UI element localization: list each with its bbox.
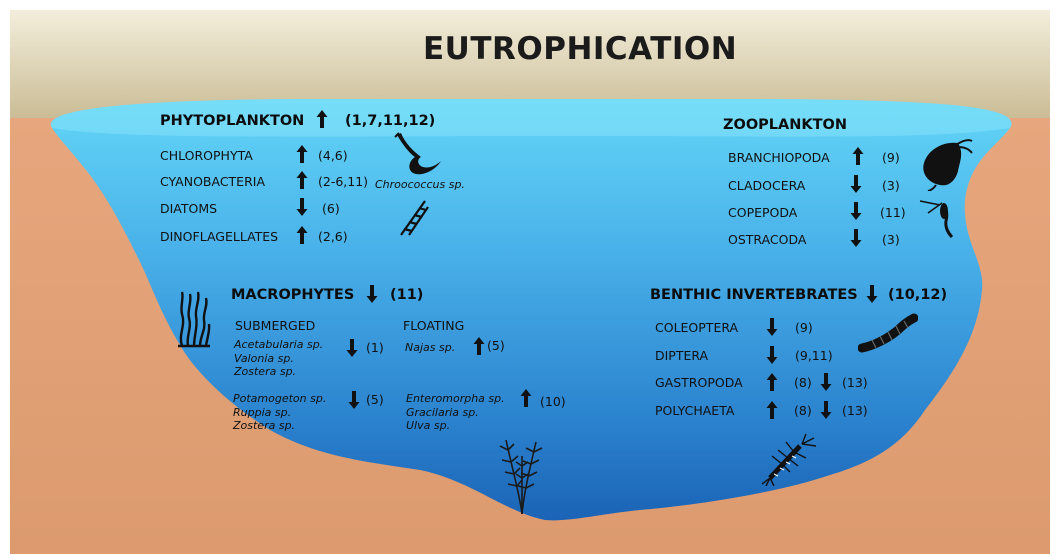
phyto-item-label: DINOFLAGELLATES [160, 231, 278, 244]
benthic-item-refs: (9) [795, 322, 813, 335]
arrow-down-icon [348, 391, 360, 409]
species-name: Zostera sp. [233, 419, 326, 433]
floating-refs: (5) [487, 340, 505, 353]
phyto-item-refs: (4,6) [318, 150, 348, 163]
phytoplankton-up-arrow-icon [316, 110, 328, 128]
species-name: Ruppia sp. [233, 406, 326, 420]
arrow-down-icon [850, 175, 862, 193]
submerged-species-group-2: Potamogeton sp. Ruppia sp. Zostera sp. [233, 392, 326, 433]
arrow-down-icon [850, 229, 862, 247]
benthic-item-label: DIPTERA [655, 350, 708, 363]
benthic-item-label: POLYCHAETA [655, 405, 734, 418]
zoo-item-label: OSTRACODA [728, 234, 806, 247]
macrophytes-down-arrow-icon [366, 285, 378, 303]
phyto-item-refs: (2,6) [318, 231, 348, 244]
daphnia-icon [914, 135, 974, 191]
floating-species-group-1: Najas sp. [405, 341, 455, 355]
arrow-up-icon [766, 373, 778, 391]
benthic-item-refs: (9,11) [795, 350, 833, 363]
phyto-item-label: CYANOBACTERIA [160, 176, 265, 189]
arrow-up-icon [520, 389, 532, 407]
species-name: Gracilaria sp. [406, 406, 505, 420]
zoo-item-refs: (11) [880, 207, 906, 220]
phyto-item-label: DIATOMS [160, 203, 217, 216]
benthic-item-refs: (13) [842, 377, 868, 390]
zoo-item-label: BRANCHIOPODA [728, 152, 830, 165]
submerged-species-group-1: Acetabularia sp. Valonia sp. Zostera sp. [234, 338, 323, 379]
benthic-item-refs: (13) [842, 405, 868, 418]
zoo-item-refs: (3) [882, 180, 900, 193]
benthic-header: BENTHIC INVERTEBRATES [650, 288, 858, 303]
floating-refs: (10) [540, 396, 566, 409]
phyto-item-label: CHLOROPHYTA [160, 150, 253, 163]
species-name: Najas sp. [405, 341, 455, 355]
algae-icon [393, 131, 445, 177]
species-name: Enteromorpha sp. [406, 392, 505, 406]
arrow-up-icon [296, 226, 308, 244]
benthic-item-refs: (8) [794, 377, 812, 390]
arrow-down-icon [820, 401, 832, 419]
arrow-up-icon [473, 337, 485, 355]
submerged-refs: (5) [366, 394, 384, 407]
species-name: Potamogeton sp. [233, 392, 326, 406]
arrow-up-icon [296, 145, 308, 163]
macrophytes-refs: (11) [390, 288, 423, 303]
benthic-item-label: GASTROPODA [655, 377, 743, 390]
arrow-up-icon [852, 147, 864, 165]
arrow-down-icon [296, 198, 308, 216]
chroococcus-label: Chroococcus sp. [375, 178, 465, 192]
page-title: EUTROPHICATION [423, 34, 737, 65]
benthic-item-refs: (8) [794, 405, 812, 418]
zoo-item-refs: (9) [882, 152, 900, 165]
arrow-down-icon [820, 373, 832, 391]
floating-label: FLOATING [403, 320, 464, 333]
phyto-item-refs: (6) [322, 203, 340, 216]
submerged-refs: (1) [366, 342, 384, 355]
pondweed-icon [492, 436, 556, 514]
zooplankton-header: ZOOPLANKTON [723, 118, 847, 133]
arrow-down-icon [766, 346, 778, 364]
arrow-up-icon [766, 401, 778, 419]
phytoplankton-header: PHYTOPLANKTON [160, 114, 304, 129]
species-name: Zostera sp. [234, 365, 323, 379]
benthic-item-label: COLEOPTERA [655, 322, 738, 335]
zoo-item-label: CLADOCERA [728, 180, 805, 193]
species-name: Ulva sp. [406, 419, 505, 433]
species-name: Acetabularia sp. [234, 338, 323, 352]
seaweed-icon [176, 290, 212, 348]
arrow-down-icon [766, 318, 778, 336]
submerged-label: SUBMERGED [235, 320, 315, 333]
floating-species-group-2: Enteromorpha sp. Gracilaria sp. Ulva sp. [406, 392, 505, 433]
larva-icon [858, 312, 918, 354]
copepod-icon [918, 195, 962, 239]
benthic-down-arrow-icon [866, 285, 878, 303]
zoo-item-label: COPEPODA [728, 207, 797, 220]
zoo-item-refs: (3) [882, 234, 900, 247]
arrow-down-icon [346, 339, 358, 357]
species-name: Valonia sp. [234, 352, 323, 366]
benthic-refs: (10,12) [888, 288, 947, 303]
diatom-icon [395, 197, 431, 237]
mayfly-nymph-icon [760, 428, 824, 486]
arrow-up-icon [296, 171, 308, 189]
arrow-down-icon [850, 202, 862, 220]
phyto-item-refs: (2-6,11) [318, 176, 368, 189]
phytoplankton-refs: (1,7,11,12) [345, 114, 435, 129]
macrophytes-header: MACROPHYTES [231, 288, 354, 303]
